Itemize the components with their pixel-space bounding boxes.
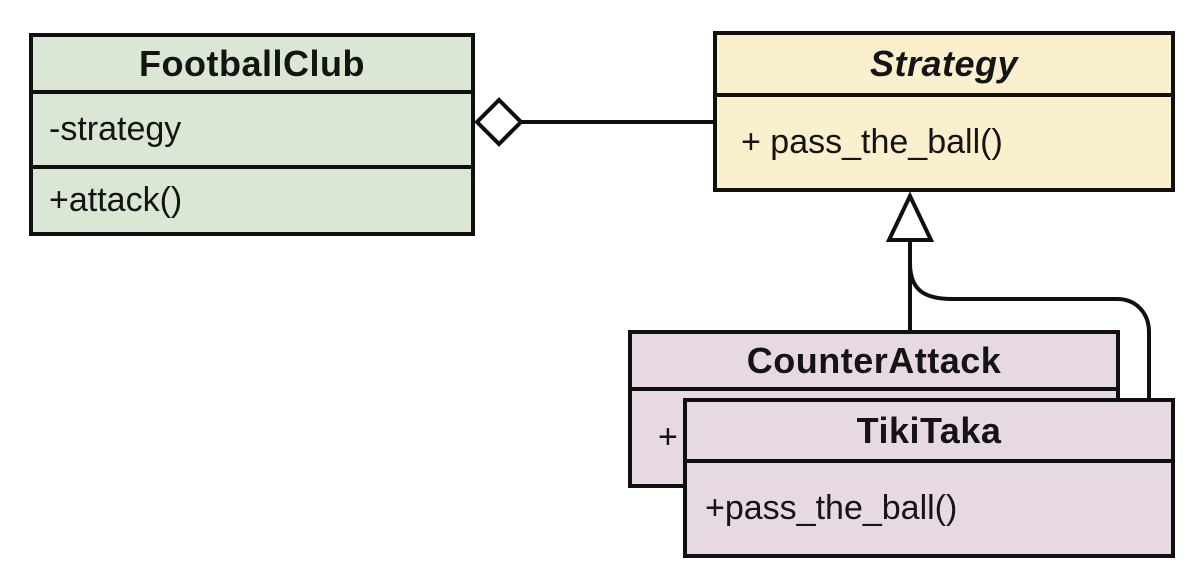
aggregation-diamond-icon <box>474 97 524 147</box>
inheritance-triangle-icon <box>885 191 935 242</box>
class-tikitaka-method: +pass_the_ball() <box>687 459 1171 554</box>
class-strategy-name: Strategy <box>869 43 1019 84</box>
class-counterattack-name: CounterAttack <box>746 339 1002 381</box>
class-footballclub: FootballClub -strategy +attack() <box>29 33 475 236</box>
class-tikitaka: TikiTaka +pass_the_ball() <box>683 398 1175 558</box>
class-footballclub-method: +attack() <box>33 165 471 232</box>
class-footballclub-name: FootballClub <box>139 42 365 84</box>
class-strategy-method: + pass_the_ball() <box>717 93 1171 188</box>
class-counterattack-method: + <box>632 387 1116 484</box>
class-footballclub-attribute: -strategy <box>33 90 471 165</box>
class-tikitaka-name: TikiTaka <box>856 409 1002 451</box>
class-strategy: Strategy + pass_the_ball() <box>713 31 1175 192</box>
